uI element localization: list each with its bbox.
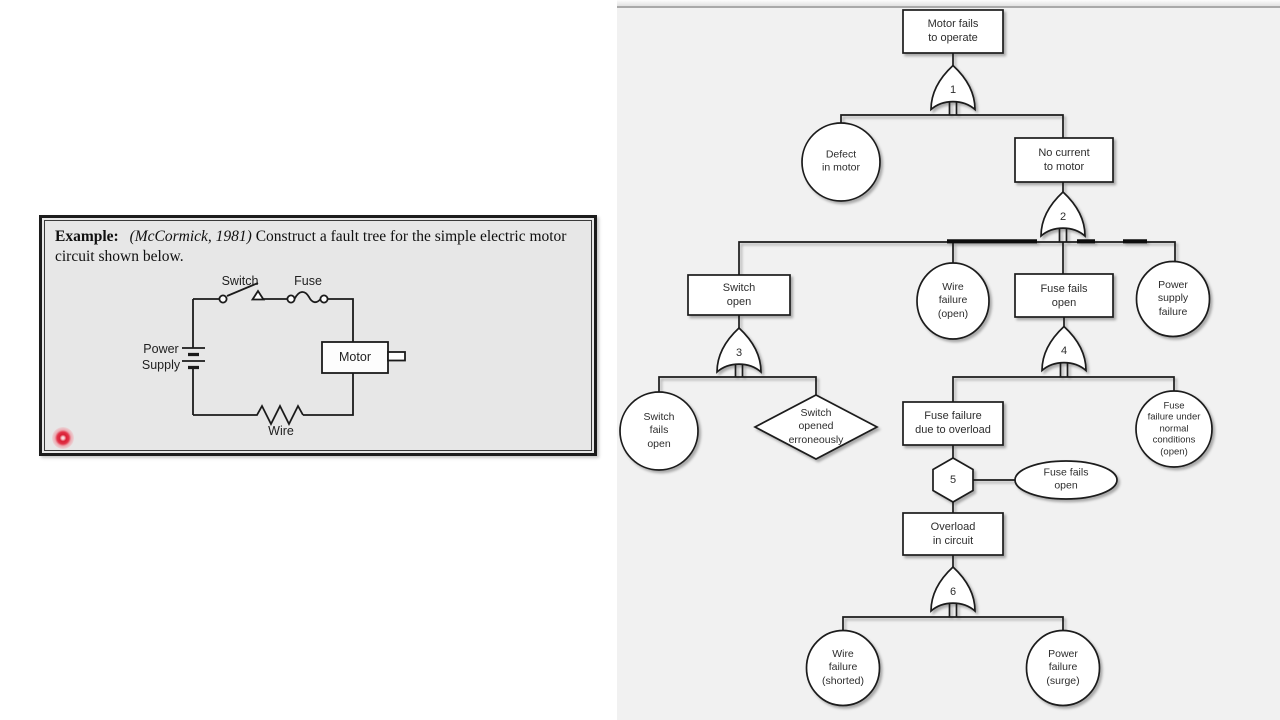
node-label-no-current: No current to motor	[1038, 146, 1090, 173]
laser-pointer-dot	[52, 427, 74, 449]
node-label-wire-failure-open: Wire failure (open)	[937, 280, 969, 320]
example-body: Construct a fault tree for the simple el…	[55, 228, 567, 266]
circuit-switch-label: Switch	[221, 274, 259, 288]
circuit-power-supply-label: Power Supply	[141, 342, 181, 372]
slide-page-top-edge	[617, 0, 1280, 8]
node-label-fuse-fails-open: Fuse fails open	[1040, 282, 1088, 309]
gate-5-number: 5	[949, 474, 957, 486]
node-label-power-supply-failure: Power supply failure	[1157, 278, 1189, 318]
gate-6-number: 6	[949, 586, 957, 598]
node-label-overload-in-circuit: Overload in circuit	[930, 520, 976, 547]
node-label-power-failure-surge: Power failure (surge)	[1046, 647, 1080, 687]
circuit-wire-label: Wire	[268, 424, 294, 438]
node-label-defect-in-motor: Defect in motor	[822, 148, 860, 174]
node-label-switch-fails-open: Switch fails open	[643, 410, 675, 450]
node-label-fuse-failure-normal: Fuse failure under normal conditions (op…	[1147, 400, 1201, 458]
example-label: Example:	[55, 228, 119, 245]
example-box: Example: (McCormick, 1981) Construct a f…	[39, 215, 597, 456]
gate-4-number: 4	[1060, 345, 1068, 357]
node-label-switch-opened-erroneously: Switch opened erroneously	[788, 406, 844, 446]
node-label-switch-open: Switch open	[722, 281, 756, 308]
circuit-motor-label: Motor	[339, 350, 371, 364]
example-citation: (McCormick, 1981)	[129, 228, 252, 245]
slide-page	[617, 0, 1280, 720]
node-label-fuse-fails-open-condition: Fuse fails open	[1043, 466, 1089, 492]
node-label-fuse-failure-overload: Fuse failure due to overload	[915, 409, 991, 436]
example-text: Example: (McCormick, 1981) Construct a f…	[55, 227, 581, 268]
gate-1-number: 1	[949, 84, 957, 96]
circuit-fuse-label: Fuse	[294, 274, 322, 288]
gate-2-number: 2	[1059, 211, 1067, 223]
node-label-wire-failure-shorted: Wire failure (shorted)	[821, 647, 865, 687]
node-label-top-event: Motor fails to operate	[927, 17, 979, 44]
gate-3-number: 3	[735, 347, 743, 359]
